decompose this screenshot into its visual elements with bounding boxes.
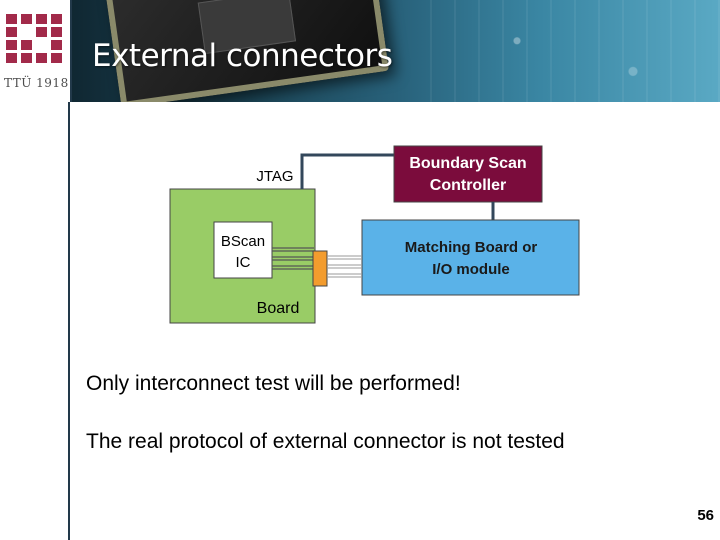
jtag-wire (300, 153, 395, 189)
board-label: Board (256, 300, 300, 317)
board-traces (272, 247, 314, 270)
jtag-label: JTAG (256, 168, 294, 185)
slide-title: External connectors (92, 38, 393, 74)
boundary-scan-controller-box (393, 145, 543, 203)
matching-module-box (361, 219, 580, 296)
body-paragraph-2: The real protocol of external connector … (86, 430, 565, 453)
university-logo: TTÜ 1918 (0, 0, 72, 102)
header-banner: External connectors (0, 0, 720, 102)
circuit-board-photo (430, 0, 720, 102)
controller-label-line1: Boundary Scan (409, 155, 527, 172)
bscan-ic-box (213, 221, 273, 279)
module-label-line2: I/O module (432, 261, 510, 278)
external-connector (312, 250, 328, 287)
logo-mark-icon (6, 14, 62, 68)
bscan-ic-label: BScan IC (213, 231, 273, 273)
logo-text: TTÜ 1918 (4, 76, 69, 90)
left-divider (0, 102, 70, 540)
module-label-line1: Matching Board or (404, 239, 538, 256)
bscan-ic-label-line1: BScan (220, 233, 266, 250)
page-number: 56 (697, 507, 714, 524)
matching-module-label: Matching Board or I/O module (364, 237, 578, 281)
controller-label-line2: Controller (429, 177, 507, 194)
bscan-ic-label-line2: IC (235, 254, 251, 271)
connector-cables (327, 255, 362, 278)
body-paragraph-1: Only interconnect test will be performed… (86, 372, 461, 395)
boundary-scan-controller-label: Boundary Scan Controller (393, 153, 543, 197)
